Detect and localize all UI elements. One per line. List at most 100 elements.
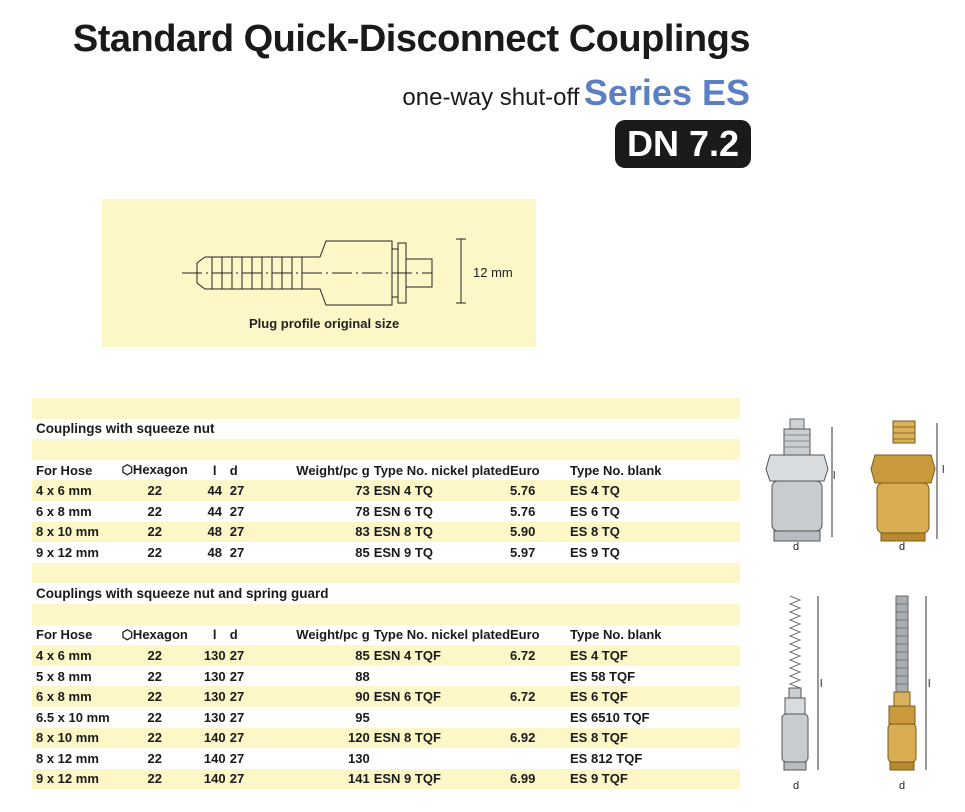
cell-euro (510, 748, 570, 769)
col-for-hose: For Hose (36, 462, 93, 478)
cell-d: 27 (229, 709, 245, 725)
cell-type-nickel (374, 748, 510, 769)
length-label: l (928, 678, 931, 690)
cell-hose: 8 x 10 mm (32, 727, 110, 749)
cell-type-nickel: ESN 8 TQ (373, 521, 511, 543)
cell-hose: 9 x 12 mm (32, 768, 110, 790)
cell-type-nickel: ESN 4 TQF (373, 645, 511, 666)
cell-euro: 5.76 (510, 480, 571, 501)
col-hexagon: ⬡Hexagon (121, 626, 188, 642)
cell-hose: 6 x 8 mm (32, 686, 110, 707)
cell-d: 27 (229, 544, 245, 560)
plug-profile-drawing (182, 238, 466, 306)
cell-euro (510, 666, 570, 687)
cell-d: 27 (229, 645, 270, 666)
cell-hexagon: 22 (109, 521, 200, 543)
plug-dimension-label: 12 mm (473, 265, 513, 280)
coupling-photo-spring-brass (887, 595, 927, 771)
cell-weight: 90 (269, 686, 374, 707)
cell-hexagon: 22 (109, 686, 200, 707)
cell-d: 27 (229, 668, 245, 684)
cell-type-nickel (374, 666, 510, 687)
table-row: 8 x 10 mm 22 140 27 120 ESN 8 TQF 6.92 E… (32, 727, 740, 749)
diameter-label: d (899, 541, 906, 553)
cell-hose: 6 x 8 mm (36, 503, 92, 519)
cell-euro: 5.76 (510, 503, 536, 519)
spacer-row (32, 603, 740, 625)
cell-l: 140 (203, 750, 226, 766)
col-l: l (212, 627, 217, 643)
col-type-blank: Type No. blank (570, 462, 662, 478)
table-row: 6 x 8 mm 22 130 27 90 ESN 6 TQF 6.72 ES … (32, 686, 740, 707)
cell-l: 130 (203, 668, 226, 684)
length-label: l (833, 470, 836, 482)
spacer-row (32, 398, 740, 419)
cell-type-blank: ES 4 TQF (570, 645, 681, 666)
subtitle-shutoff: one-way shut-off (402, 84, 580, 111)
cell-euro: 6.99 (510, 768, 571, 790)
spacer-row (32, 439, 740, 460)
diameter-label: d (793, 780, 800, 792)
diameter-label: d (899, 780, 906, 792)
subtitle-series: Series ES (583, 72, 750, 113)
col-d: d (229, 627, 238, 643)
cell-l: 48 (207, 544, 222, 560)
cell-type-blank: ES 8 TQF (570, 727, 681, 749)
table-row: 5 x 8 mm 22 130 27 88 ES 58 TQF (32, 666, 740, 687)
col-d: d (229, 462, 238, 478)
page-title: Standard Quick-Disconnect Couplings (72, 18, 751, 60)
col-weight: Weight/pc g (296, 462, 370, 478)
table-row: 6.5 x 10 mm 22 130 27 95 ES 6510 TQF (32, 707, 740, 728)
section-title: Couplings with squeeze nut (36, 421, 215, 437)
coupling-photo-spring-nickel (781, 595, 819, 771)
cell-hose: 4 x 6 mm (32, 645, 110, 666)
cell-d: 27 (229, 768, 270, 790)
cell-euro: 6.72 (510, 686, 571, 707)
cell-l: 140 (199, 768, 230, 790)
table-row: 6 x 8 mm 22 44 27 78 ESN 6 TQ 5.76 ES 6 … (32, 501, 740, 522)
dn-badge: DN 7.2 (615, 120, 751, 168)
col-euro: Euro (510, 627, 540, 643)
table-row: 9 x 12 mm 22 48 27 85 ESN 9 TQ 5.97 ES 9… (32, 542, 740, 563)
cell-type-blank: ES 4 TQ (570, 480, 681, 501)
cell-type-nickel: ESN 9 TQ (373, 544, 433, 560)
cell-weight: 141 (269, 768, 374, 790)
cell-l: 130 (203, 709, 226, 725)
cell-type-nickel (374, 707, 510, 728)
cell-hose: 6.5 x 10 mm (36, 709, 110, 725)
cell-hexagon: 22 (147, 750, 162, 766)
cell-type-blank: ES 812 TQF (570, 750, 643, 766)
cell-weight: 88 (355, 668, 370, 684)
cell-type-nickel: ESN 9 TQF (373, 768, 511, 790)
cell-hexagon: 22 (147, 668, 162, 684)
cell-hexagon: 22 (147, 503, 162, 519)
cell-d: 27 (229, 686, 270, 707)
cell-euro (510, 707, 570, 728)
cell-weight: 73 (269, 480, 374, 501)
cell-hexagon: 22 (147, 709, 162, 725)
specification-table: Couplings with squeeze nut For Hose ⬡Hex… (32, 398, 740, 790)
cell-l: 48 (199, 521, 230, 543)
coupling-photo-nickel (765, 418, 833, 542)
cell-euro: 5.97 (510, 544, 536, 560)
cell-type-blank: ES 58 TQF (570, 668, 636, 684)
col-for-hose: For Hose (36, 627, 93, 643)
cell-type-blank: ES 6510 TQF (570, 709, 650, 725)
cell-type-blank: ES 6 TQ (570, 503, 620, 519)
col-type-blank: Type No. blank (570, 627, 662, 643)
cell-l: 44 (207, 503, 222, 519)
cell-hose: 9 x 12 mm (36, 544, 99, 560)
cell-d: 27 (229, 521, 270, 543)
cell-hexagon: 22 (147, 544, 162, 560)
col-hexagon: ⬡Hexagon (121, 462, 188, 478)
cell-l: 130 (199, 645, 230, 666)
cell-weight: 130 (348, 750, 370, 766)
column-header-row: For Hose ⬡Hexagon l d Weight/pc g Type N… (32, 460, 740, 481)
cell-weight: 78 (355, 503, 370, 519)
cell-hose: 5 x 8 mm (36, 668, 92, 684)
cell-hose: 8 x 12 mm (36, 750, 99, 766)
cell-hexagon: 22 (109, 480, 200, 501)
cell-type-nickel: ESN 4 TQ (373, 480, 511, 501)
col-l: l (212, 462, 217, 478)
cell-type-blank: ES 9 TQ (570, 544, 620, 560)
